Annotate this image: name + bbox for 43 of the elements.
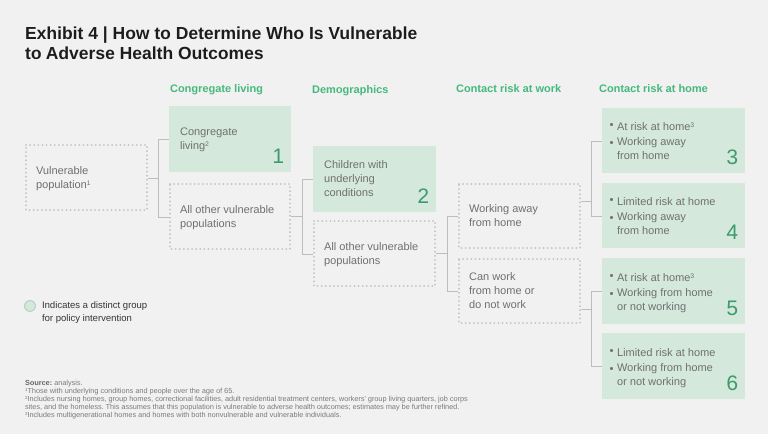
bracket-connector: [290, 216, 314, 255]
group-number: 5: [726, 298, 738, 319]
node-text: All other vulnerable populations: [180, 202, 276, 230]
group-number: 6: [726, 373, 738, 394]
node-text: Can work from home or do not work: [469, 270, 536, 312]
node-text: Congregate living$^{2}$: [180, 125, 238, 153]
group-number: 4: [726, 222, 738, 243]
column-header: Contact risk at home: [599, 82, 708, 96]
node-text: At risk at home$^{3}$: [617, 120, 694, 134]
bracket-connector: [580, 309, 602, 367]
group-card: [602, 333, 745, 399]
group-number: 2: [417, 186, 429, 207]
group-card: [313, 146, 436, 212]
bracket-connector: [580, 201, 602, 217]
node-text: Working away from home: [617, 210, 687, 238]
category-box: [458, 258, 581, 324]
bracket-connector: [148, 178, 170, 218]
group-card: [602, 258, 745, 324]
group-number: 1: [272, 146, 284, 167]
category-box: [169, 183, 291, 250]
node-text: Vulnerable population$^{1}$: [36, 164, 92, 192]
legend-text: Indicates a distinct group for policy intervention: [42, 299, 148, 325]
node-text: Limited risk at home: [617, 195, 716, 209]
node-text: Limited risk at home: [617, 346, 716, 360]
node-text: Working away from home: [469, 202, 539, 230]
column-header: Congregate living: [170, 82, 263, 96]
node-text: Working from home or not working: [617, 286, 714, 314]
node-text: All other vulnerable populations: [324, 240, 420, 268]
category-box: [458, 183, 581, 249]
exhibit-title: Exhibit 4 | How to Determine Who Is Vulnerable to Adverse Health Outcomes: [25, 23, 418, 63]
category-box: [25, 144, 148, 211]
group-number: 3: [726, 147, 738, 168]
column-header: Demographics: [312, 83, 388, 97]
category-box: [313, 220, 436, 287]
node-text: Working away from home: [617, 135, 687, 163]
node-text: At risk at home$^{3}$: [617, 270, 694, 284]
column-header: Contact risk at work: [456, 82, 562, 96]
node-text: Working from home or not working: [617, 360, 714, 388]
group-card: [169, 106, 291, 172]
group-card: [602, 183, 745, 248]
node-text: Children with underlying conditions: [324, 158, 389, 200]
group-card: [602, 108, 745, 173]
bracket-connector: [436, 253, 458, 292]
